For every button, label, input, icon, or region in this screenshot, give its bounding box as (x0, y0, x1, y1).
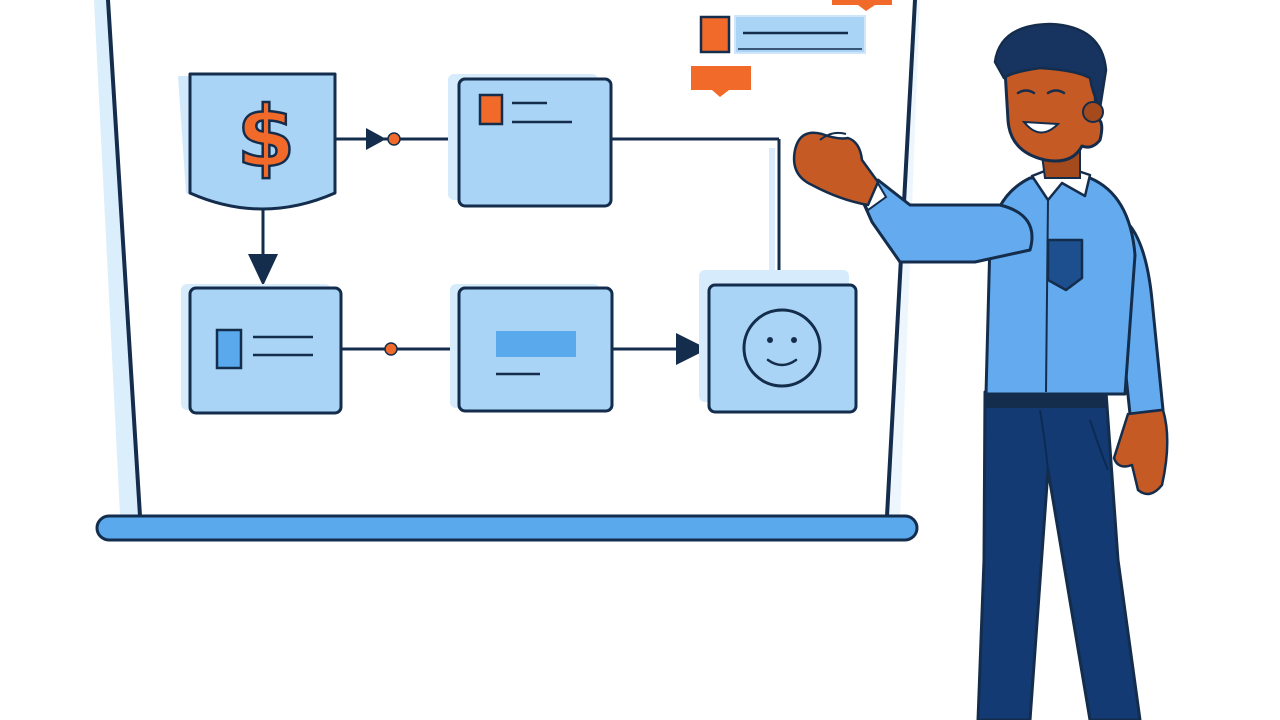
smiley-node (699, 270, 858, 414)
presenter-pointing-hand (792, 131, 880, 207)
whiteboard-tray (95, 514, 919, 542)
profile-card-node (181, 284, 343, 415)
whiteboard-left-edge (106, 0, 142, 518)
presenter-ear (1082, 101, 1104, 123)
connector-dot-top (387, 132, 401, 146)
text-bar (496, 331, 576, 357)
text-panel-node (450, 284, 614, 413)
card-icon (215, 328, 243, 370)
presenter-pants (976, 390, 1142, 720)
presenter-smile (1021, 120, 1061, 134)
note-orange-square (699, 15, 731, 54)
presenter (792, 22, 1169, 720)
note-card-top-right (699, 15, 866, 54)
presenter-left-hand (1112, 408, 1169, 496)
speech-bubble-icon (691, 66, 751, 97)
document-icon (478, 93, 504, 126)
dollar-node: $ (178, 72, 337, 211)
document-node-top (448, 74, 613, 208)
presenter-pocket (1046, 238, 1084, 292)
flow-connectors (261, 137, 781, 351)
speech-bubble-icon-top (832, 0, 892, 11)
dollar-icon: $ (237, 88, 295, 186)
connector-dot-bottom (384, 342, 398, 356)
arrowhead-down (248, 254, 278, 286)
presenter-hair (993, 22, 1108, 110)
arrowhead-right-bottom (676, 333, 708, 365)
smiley-face-icon (742, 308, 822, 388)
arrowhead-right-top (366, 128, 386, 150)
